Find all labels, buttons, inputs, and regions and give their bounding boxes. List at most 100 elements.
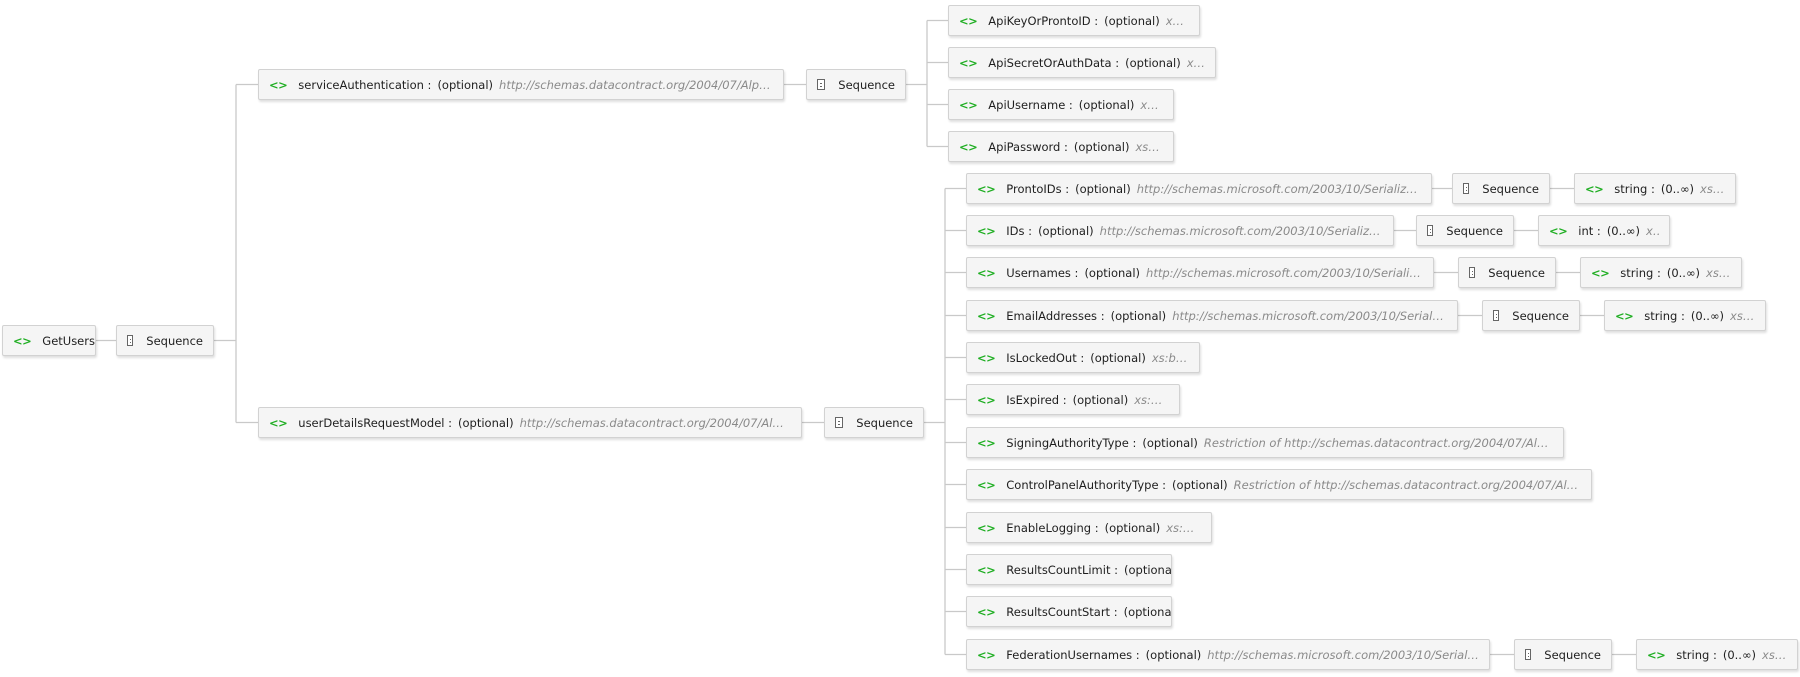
xml-element-icon: <> xyxy=(1591,265,1610,280)
element-type: xs:string xyxy=(1186,55,1205,70)
element-name: string : xyxy=(1614,181,1655,196)
element-node-isexpired[interactable]: <>IsExpired :(optional)xs:boolean xyxy=(966,384,1180,415)
element-name: EmailAddresses : xyxy=(1006,308,1105,323)
element-type: xs:string xyxy=(1140,97,1163,112)
sequence-node[interactable]: Sequence xyxy=(116,325,214,356)
element-node-getusers[interactable]: <> GetUsers xyxy=(2,325,96,356)
element-type: http://schemas.datacontract.org/2004/07/… xyxy=(519,415,791,430)
element-type: xs:string xyxy=(1762,647,1787,662)
element-node-apipass[interactable]: <>ApiPassword :(optional)xs:string xyxy=(948,131,1174,162)
element-node-apiuser[interactable]: <>ApiUsername :(optional)xs:string xyxy=(948,89,1174,120)
element-node-rcstart[interactable]: <>ResultsCountStart :(optional)xs:int xyxy=(966,596,1172,627)
element-name: string : xyxy=(1676,647,1717,662)
element-type: http://schemas.microsoft.com/2003/10/Ser… xyxy=(1136,181,1421,196)
sequence-label: Sequence xyxy=(1446,223,1503,238)
element-cardinality: (optional) xyxy=(458,415,514,430)
xml-element-icon: <> xyxy=(269,77,288,92)
element-node-logging[interactable]: <>EnableLogging :(optional)xs:boolean xyxy=(966,512,1212,543)
element-cardinality: (optional) xyxy=(1123,604,1172,619)
element-node-islocked[interactable]: <>IsLockedOut :(optional)xs:boolean xyxy=(966,342,1200,373)
xml-element-icon: <> xyxy=(977,223,996,238)
element-name: IsExpired : xyxy=(1006,392,1067,407)
element-node-federation[interactable]: <>FederationUsernames :(optional)http://… xyxy=(966,639,1490,670)
sequence-label: Sequence xyxy=(1488,265,1545,280)
element-name: IDs : xyxy=(1006,223,1033,238)
element-cardinality: (optional) xyxy=(1125,55,1181,70)
element-cardinality: (optional) xyxy=(1104,13,1160,28)
element-node-rclimit[interactable]: <>ResultsCountLimit :(optional)xs:int xyxy=(966,554,1172,585)
element-node-ids[interactable]: <>IDs :(optional)http://schemas.microsof… xyxy=(966,215,1394,246)
sequence-label: Sequence xyxy=(856,415,913,430)
xml-element-icon: <> xyxy=(977,181,996,196)
element-node-apikey[interactable]: <>ApiKeyOrProntoID :(optional)xs:string xyxy=(948,5,1200,36)
element-name: Usernames : xyxy=(1006,265,1079,280)
element-name: ApiSecretOrAuthData : xyxy=(988,55,1120,70)
element-type: Restriction of http://schemas.datacontra… xyxy=(1233,477,1581,492)
element-cardinality: (0..∞) xyxy=(1660,181,1695,196)
element-type: http://schemas.microsoft.com/2003/10/Ser… xyxy=(1172,308,1447,323)
sequence-label: Sequence xyxy=(1544,647,1601,662)
element-node-usernames_str[interactable]: <> string : (0..∞) xs:string xyxy=(1580,257,1742,288)
element-node-serviceAuth[interactable]: <>serviceAuthentication :(optional)http:… xyxy=(258,69,784,100)
sequence-node[interactable]: Sequence xyxy=(1458,257,1556,288)
element-cardinality: (optional) xyxy=(1090,350,1146,365)
xml-element-icon: <> xyxy=(1647,647,1666,662)
element-node-usernames[interactable]: <>Usernames :(optional)http://schemas.mi… xyxy=(966,257,1434,288)
xml-element-icon: <> xyxy=(1615,308,1634,323)
sequence-icon xyxy=(1463,183,1470,194)
element-cardinality: (optional) xyxy=(1172,477,1228,492)
xml-element-icon: <> xyxy=(977,265,996,280)
xml-element-icon: <> xyxy=(13,333,32,348)
sequence-node[interactable]: Sequence xyxy=(1482,300,1580,331)
sequence-label: Sequence xyxy=(1512,308,1569,323)
sequence-node[interactable]: Sequence xyxy=(824,407,924,438)
element-cardinality: (0..∞) xyxy=(1722,647,1757,662)
element-name: int : xyxy=(1578,223,1601,238)
sequence-node[interactable]: Sequence xyxy=(1452,173,1550,204)
element-name: FederationUsernames : xyxy=(1006,647,1140,662)
sequence-icon xyxy=(817,79,826,90)
sequence-icon xyxy=(1469,267,1476,278)
element-name: SigningAuthorityType : xyxy=(1006,435,1137,450)
element-type: xs:string xyxy=(1730,308,1755,323)
element-node-signing[interactable]: <>SigningAuthorityType :(optional)Restri… xyxy=(966,427,1564,458)
element-node-ids_int[interactable]: <>int :(0..∞)xs:int xyxy=(1538,215,1670,246)
element-cardinality: (optional) xyxy=(1145,647,1202,662)
element-node-controlpanel[interactable]: <>ControlPanelAuthorityType :(optional)R… xyxy=(966,469,1592,500)
element-name: ApiKeyOrProntoID : xyxy=(988,13,1099,28)
element-type: http://schemas.datacontract.org/2004/07/… xyxy=(499,77,773,92)
xml-element-icon: <> xyxy=(977,604,996,619)
element-cardinality: (0..∞) xyxy=(1666,265,1701,280)
element-name: string : xyxy=(1644,308,1685,323)
element-name: ResultsCountLimit : xyxy=(1006,562,1118,577)
xml-element-icon: <> xyxy=(977,308,996,323)
element-node-prontoids[interactable]: <>ProntoIDs :(optional)http://schemas.mi… xyxy=(966,173,1432,204)
element-node-federation_str[interactable]: <> string : (0..∞) xs:string xyxy=(1636,639,1798,670)
element-type: xs:string xyxy=(1706,265,1731,280)
xml-element-icon: <> xyxy=(959,139,978,154)
element-type: http://schemas.microsoft.com/2003/10/Ser… xyxy=(1099,223,1383,238)
sequence-node[interactable]: Sequence xyxy=(1514,639,1612,670)
element-cardinality: (optional) xyxy=(1104,520,1161,535)
element-type: xs:string xyxy=(1135,139,1163,154)
element-node-apisecret[interactable]: <>ApiSecretOrAuthData :(optional)xs:stri… xyxy=(948,47,1216,78)
element-cardinality: (optional) xyxy=(437,77,494,92)
element-name: GetUsers xyxy=(42,333,95,348)
element-cardinality: (0..∞) xyxy=(1606,223,1640,238)
sequence-node[interactable]: Sequence xyxy=(1416,215,1514,246)
sequence-node[interactable]: Sequence xyxy=(806,69,906,100)
element-name: EnableLogging : xyxy=(1006,520,1099,535)
element-name: string : xyxy=(1620,265,1661,280)
element-node-prontoids_str[interactable]: <>string :(0..∞)xs:string xyxy=(1574,173,1736,204)
sequence-label: Sequence xyxy=(146,333,203,348)
element-name: ProntoIDs : xyxy=(1006,181,1070,196)
xml-element-icon: <> xyxy=(977,392,996,407)
element-node-userDetails[interactable]: <>userDetailsRequestModel :(optional)htt… xyxy=(258,407,802,438)
sequence-label: Sequence xyxy=(838,77,895,92)
xml-element-icon: <> xyxy=(959,13,978,28)
element-node-emails[interactable]: <>EmailAddresses :(optional)http://schem… xyxy=(966,300,1458,331)
xml-element-icon: <> xyxy=(1585,181,1604,196)
element-node-emails_str[interactable]: <>string :(0..∞)xs:string xyxy=(1604,300,1766,331)
xml-element-icon: <> xyxy=(977,562,996,577)
